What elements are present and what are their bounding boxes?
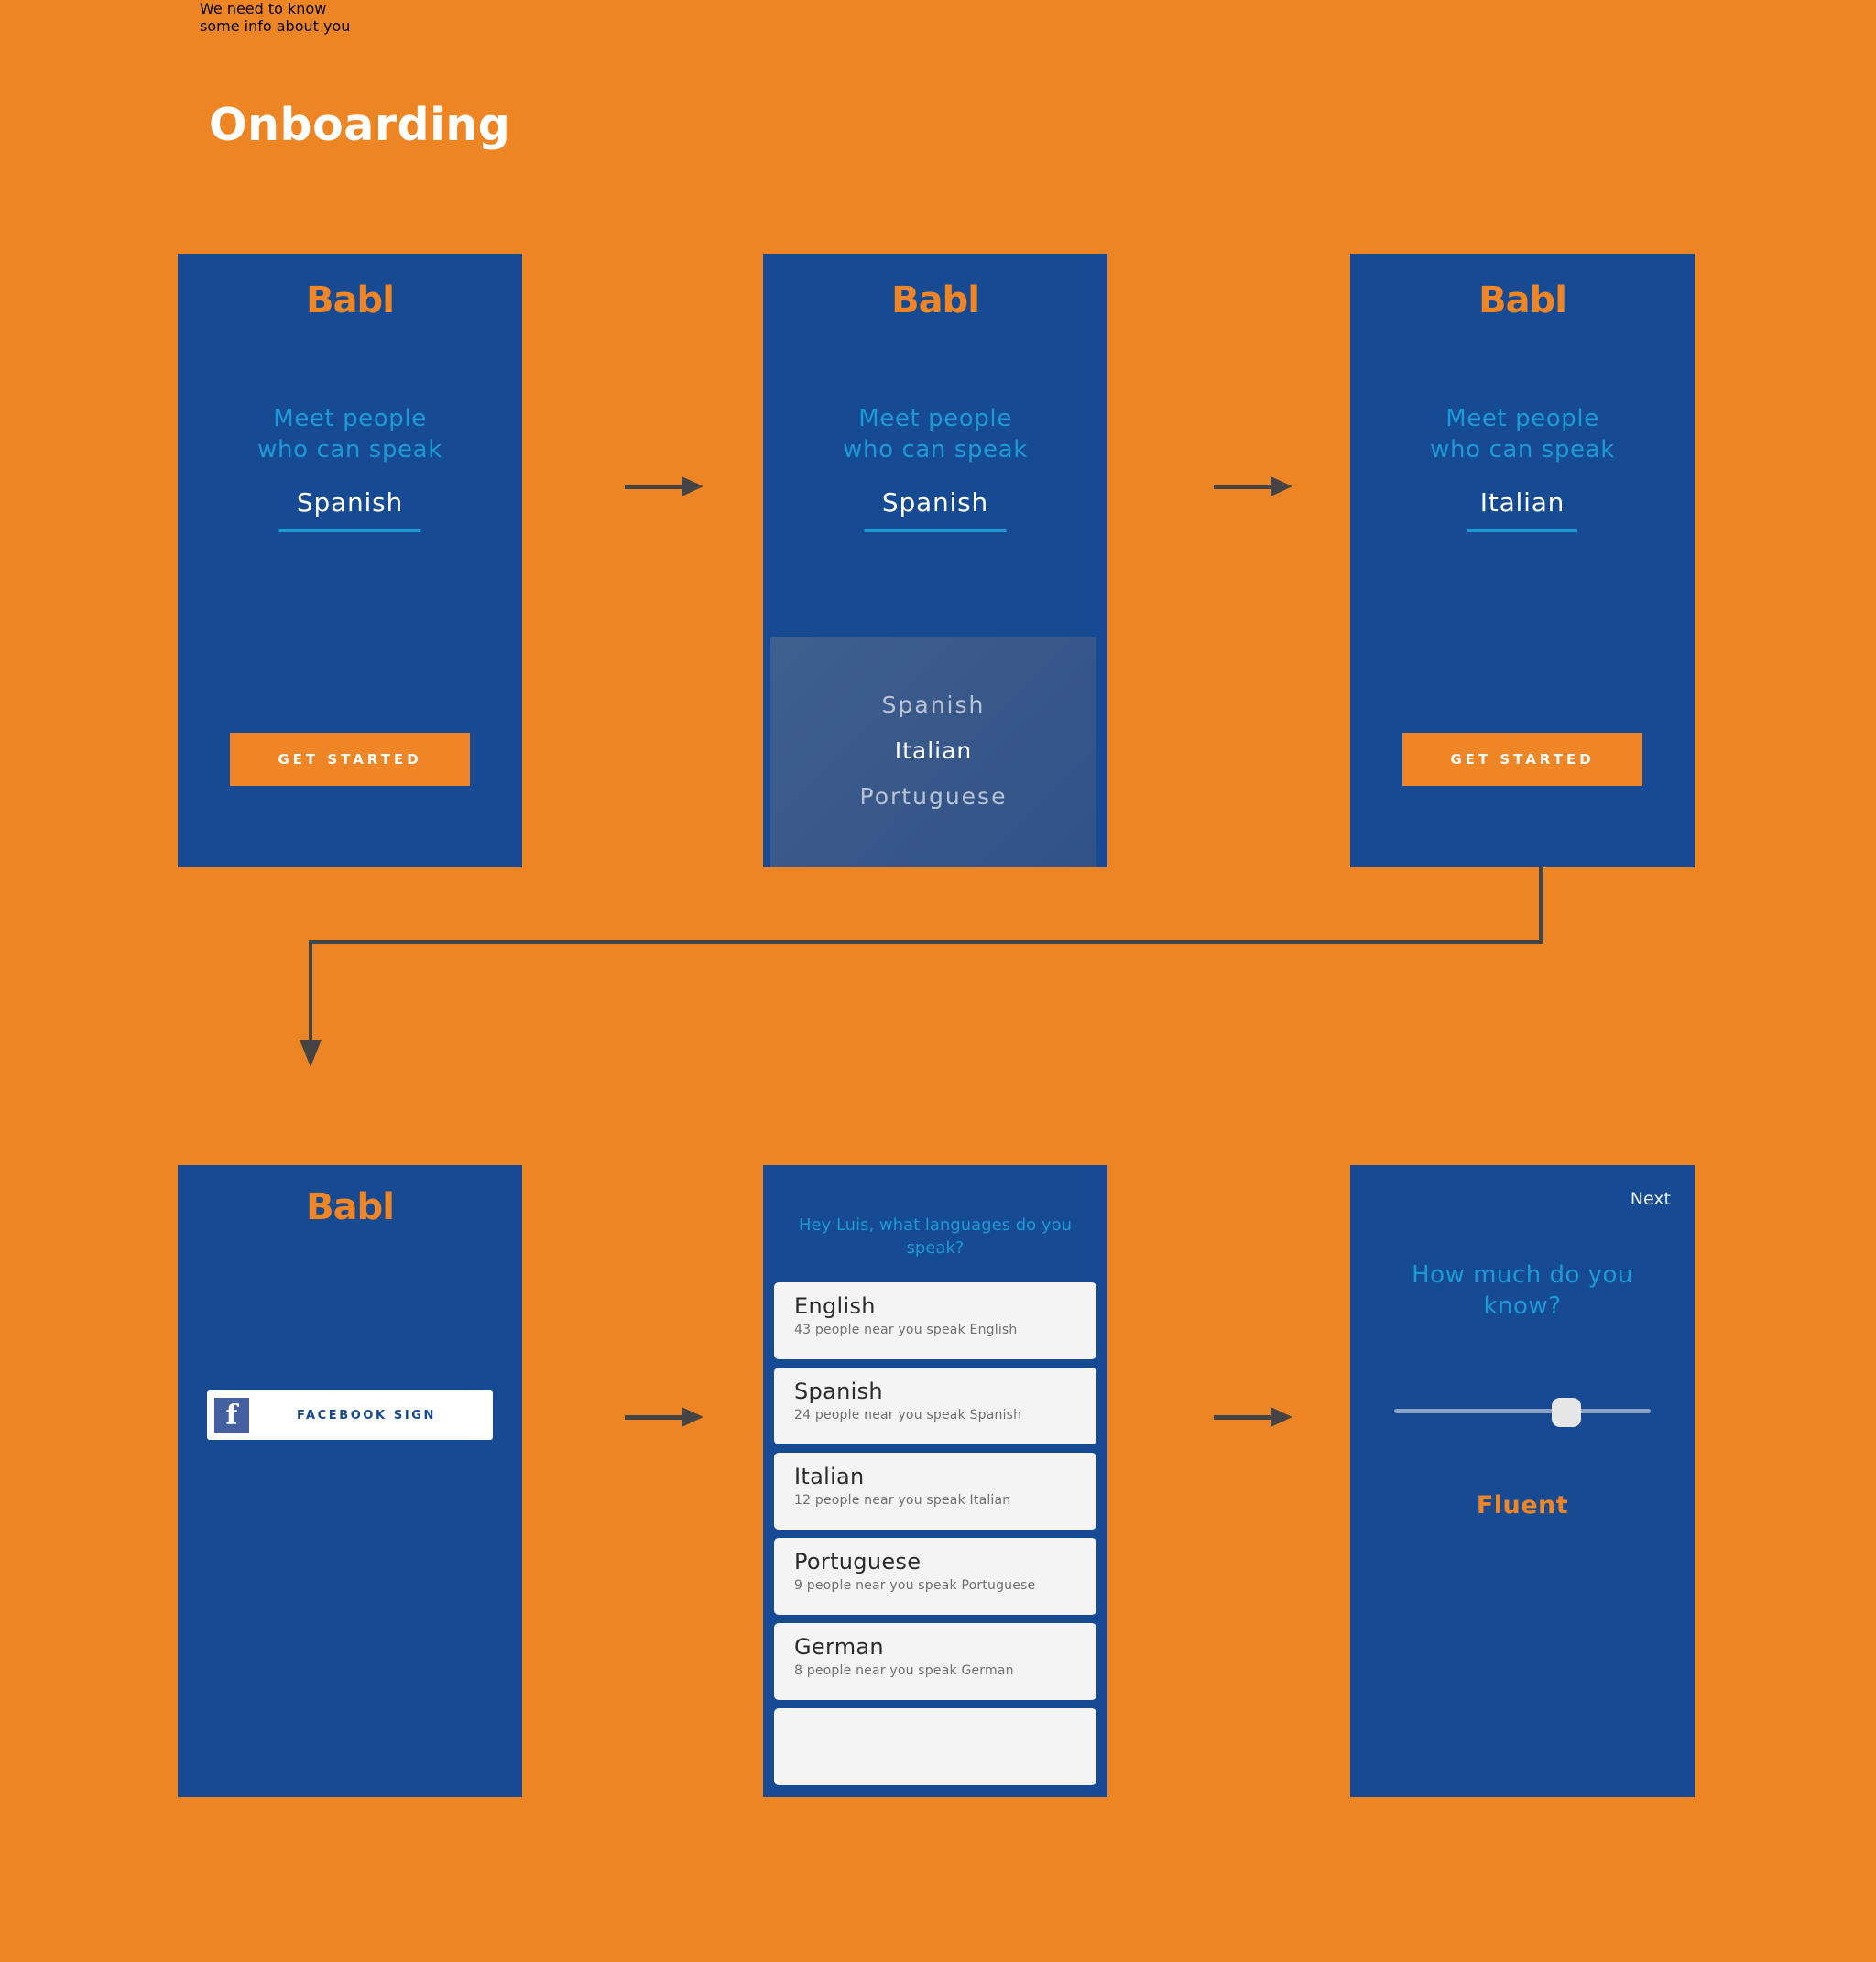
- language-subtitle: 43 people near you speak English: [794, 1323, 1018, 1337]
- babl-logo: Babl: [306, 1186, 395, 1228]
- proficiency-value: Fluent: [1476, 1491, 1569, 1520]
- selected-language-underline: [278, 529, 421, 532]
- language-name: Spanish: [794, 1379, 883, 1404]
- list-item-partial[interactable]: [774, 1708, 1096, 1785]
- language-subtitle: 8 people near you speak German: [794, 1663, 1014, 1678]
- get-started-button[interactable]: GET STARTED: [230, 733, 470, 786]
- list-item[interactable]: English 43 people near you speak English: [774, 1282, 1096, 1359]
- facebook-sign-button[interactable]: FACEBOOK SIGN: [207, 1390, 493, 1440]
- screen-signup: Babl: [178, 1165, 522, 1797]
- babl-logo: Babl: [891, 279, 980, 322]
- babl-logo: Babl: [1478, 279, 1567, 322]
- babl-logo: Babl: [306, 279, 395, 322]
- selected-language-underline: [1467, 529, 1577, 532]
- list-item[interactable]: Spanish 24 people near you speak Spanish: [774, 1368, 1096, 1444]
- arrow-right-icon: [625, 473, 704, 500]
- arrow-right-icon: [1214, 473, 1292, 500]
- proficiency-slider[interactable]: [1394, 1392, 1651, 1429]
- language-subtitle: 12 people near you speak Italian: [794, 1493, 1011, 1508]
- get-started-button[interactable]: GET STARTED: [1402, 733, 1642, 786]
- language-subtitle: 24 people near you speak Spanish: [794, 1408, 1022, 1422]
- language-list-question: Hey Luis, what languages do you speak?: [798, 1215, 1072, 1258]
- next-link[interactable]: Next: [1630, 1189, 1671, 1209]
- screen-proficiency: Next How much do you know? Fluent: [1350, 1165, 1695, 1797]
- language-subtitle: 9 people near you speak Portuguese: [794, 1578, 1036, 1593]
- connector-horizontal: [309, 940, 1543, 944]
- selected-language[interactable]: Spanish: [881, 487, 989, 518]
- language-name: English: [794, 1293, 876, 1319]
- page-title: Onboarding: [209, 99, 511, 151]
- language-name: Portuguese: [794, 1549, 922, 1575]
- facebook-sign-label: FACEBOOK SIGN: [296, 1408, 437, 1422]
- list-item[interactable]: Italian 12 people near you speak Italian: [774, 1453, 1096, 1530]
- list-item[interactable]: Portuguese 9 people near you speak Portu…: [774, 1538, 1096, 1615]
- connector-vertical-right: [1539, 867, 1543, 943]
- picker-option-portuguese[interactable]: Portuguese: [859, 783, 1008, 810]
- selected-language-underline: [864, 529, 1007, 532]
- arrow-right-icon: [1214, 1403, 1292, 1431]
- facebook-icon: [214, 1398, 249, 1433]
- selected-language[interactable]: Italian: [1479, 487, 1565, 518]
- connector-arrowhead-icon: [300, 1040, 322, 1067]
- slider-track: [1394, 1409, 1651, 1413]
- language-list: English 43 people near you speak English…: [774, 1282, 1096, 1793]
- language-picker-overlay[interactable]: Spanish Italian Portuguese: [770, 637, 1096, 867]
- connector-vertical-left: [309, 940, 312, 1045]
- slider-knob[interactable]: [1551, 1398, 1581, 1427]
- selected-language[interactable]: Spanish: [296, 487, 404, 518]
- picker-option-spanish[interactable]: Spanish: [881, 692, 986, 718]
- list-item[interactable]: German 8 people near you speak German: [774, 1623, 1096, 1700]
- language-name: German: [794, 1634, 884, 1660]
- language-name: Italian: [794, 1464, 865, 1489]
- arrow-right-icon: [625, 1403, 704, 1431]
- proficiency-question: How much do you know?: [1412, 1261, 1633, 1320]
- picker-option-italian[interactable]: Italian: [894, 737, 973, 764]
